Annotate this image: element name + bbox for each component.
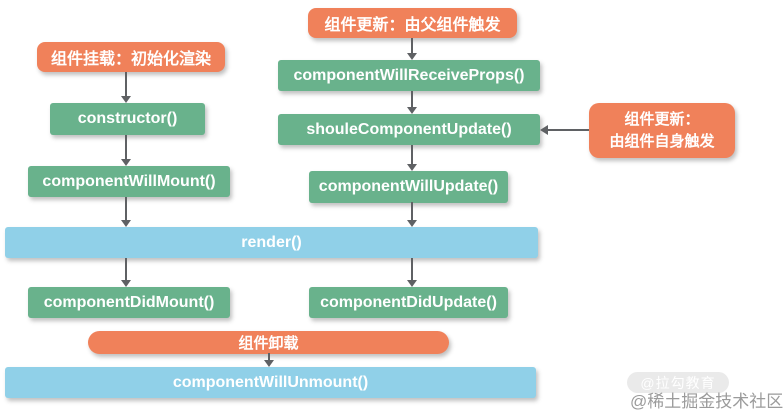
arrow-willupdate-to-render [407, 202, 417, 227]
arrow-mount-to-constructor [121, 72, 131, 103]
self-update-line2: 由组件自身触发 [609, 132, 715, 150]
watermark-community: @稀土掘金技术社区 [630, 392, 783, 411]
mount-phase-label: 组件挂载：初始化渲染 [37, 42, 225, 72]
self-update-line1: 组件更新： [624, 110, 700, 128]
arrow-parentupdate-to-receiveprops [407, 38, 417, 60]
unmount-phase-label: 组件卸载 [88, 331, 449, 354]
component-will-unmount-bar: componentWillUnmount() [5, 367, 536, 398]
arrow-constructor-to-willmount [121, 135, 131, 166]
component-will-mount-box: componentWillMount() [28, 166, 230, 197]
arrow-receiveprops-to-shouldupdate [407, 91, 417, 114]
component-will-update-box: componentWillUpdate() [309, 171, 508, 203]
arrow-shouldupdate-to-willupdate [407, 145, 417, 171]
arrow-selfupdate-to-shouldupdate [540, 125, 589, 135]
component-will-receive-props-box: componentWillReceiveProps() [278, 60, 540, 91]
arrow-willmount-to-render [121, 197, 131, 227]
arrow-unmount-to-willunmount [264, 353, 274, 367]
watermark-badge: @拉勾教育 [627, 372, 729, 393]
component-did-update-box: componentDidUpdate() [309, 287, 508, 318]
arrow-render-to-didmount [121, 258, 131, 287]
render-bar: render() [5, 227, 538, 258]
component-did-mount-box: componentDidMount() [28, 287, 230, 318]
should-component-update-box: shouleComponentUpdate() [278, 114, 540, 145]
self-update-phase-label: 组件更新： 由组件自身触发 [589, 103, 735, 158]
parent-update-phase-label: 组件更新：由父组件触发 [308, 8, 517, 38]
constructor-box: constructor() [50, 103, 205, 135]
arrow-render-to-didupdate [407, 258, 417, 287]
